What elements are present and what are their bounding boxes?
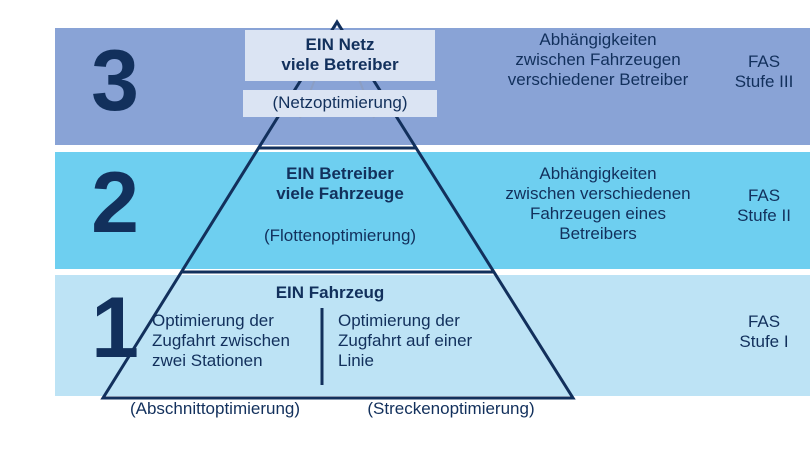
- level-1-stage-label: FAS Stufe I: [724, 312, 804, 352]
- level-3-stage-label: FAS Stufe III: [724, 52, 804, 92]
- level-1-column-left-line-2: Zugfahrt zwischen: [152, 331, 290, 351]
- level-1-column-right-line-2: Zugfahrt auf einer: [338, 331, 473, 351]
- level-3-stage-line-2: Stufe III: [734, 72, 794, 92]
- caption-right-text: (Streckenoptimierung): [367, 399, 535, 418]
- level-1-column-left-line-3: zwei Stationen: [152, 351, 263, 371]
- level-2-subtitle: (Flottenoptimierung): [215, 226, 465, 246]
- level-2-description: Abhängigkeiten zwischen verschiedenen Fa…: [468, 164, 728, 244]
- level-1-title: EIN Fahrzeug: [185, 283, 475, 303]
- level-2-title-line-1: EIN Betreiber: [286, 164, 394, 183]
- level-number-2: 2: [91, 155, 139, 251]
- level-1-column-right-line-1: Optimierung der: [338, 311, 460, 330]
- level-3-description-line-1: Abhängigkeiten: [539, 30, 657, 49]
- level-3-subtitle-text: (Netzoptimierung): [272, 93, 408, 112]
- level-3-title-line-2: viele Betreiber: [281, 55, 399, 75]
- level-2-description-line-3: Fahrzeugen eines: [529, 204, 667, 224]
- level-2-description-line-2: zwischen verschiedenen: [505, 184, 691, 204]
- level-2-description-line-1: Abhängigkeiten: [539, 164, 657, 183]
- caption-left: (Abschnittoptimierung): [105, 399, 325, 419]
- level-3-description-line-2: zwischen Fahrzeugen: [515, 50, 681, 70]
- level-1-column-left: Optimierung der Zugfahrt zwischen zwei S…: [152, 311, 314, 371]
- level-2-title-line-2: viele Fahrzeuge: [276, 184, 404, 204]
- level-3-title-line-1: EIN Netz: [305, 35, 375, 54]
- level-1-stage-line-1: FAS: [747, 312, 781, 331]
- level-2-description-line-4: Betreibers: [559, 224, 637, 244]
- level-1-column-right-line-3: Linie: [338, 351, 374, 371]
- level-2-stage-line-1: FAS: [747, 186, 781, 205]
- level-1-title-line-1: EIN Fahrzeug: [275, 283, 385, 302]
- level-3-description-line-3: verschiedener Betreiber: [507, 70, 689, 90]
- level-2-stage-line-2: Stufe II: [737, 206, 791, 226]
- level-2-subtitle-text: (Flottenoptimierung): [263, 226, 417, 245]
- level-1-column-left-line-1: Optimierung der: [152, 311, 274, 330]
- level-3-subtitle: (Netzoptimierung): [243, 90, 437, 118]
- level-1-stage-line-2: Stufe I: [739, 332, 789, 352]
- level-1-column-right: Optimierung der Zugfahrt auf einer Linie: [338, 311, 503, 371]
- level-3-description: Abhängigkeiten zwischen Fahrzeugen versc…: [468, 30, 728, 90]
- level-2-stage-label: FAS Stufe II: [724, 186, 804, 226]
- level-number-3: 3: [91, 33, 139, 129]
- caption-left-text: (Abschnittoptimierung): [129, 399, 301, 418]
- level-2-title: EIN Betreiber viele Fahrzeuge: [215, 164, 465, 204]
- caption-right: (Streckenoptimierung): [336, 399, 566, 419]
- level-3-title: EIN Netz viele Betreiber: [245, 30, 435, 82]
- level-3-stage-line-1: FAS: [747, 52, 781, 71]
